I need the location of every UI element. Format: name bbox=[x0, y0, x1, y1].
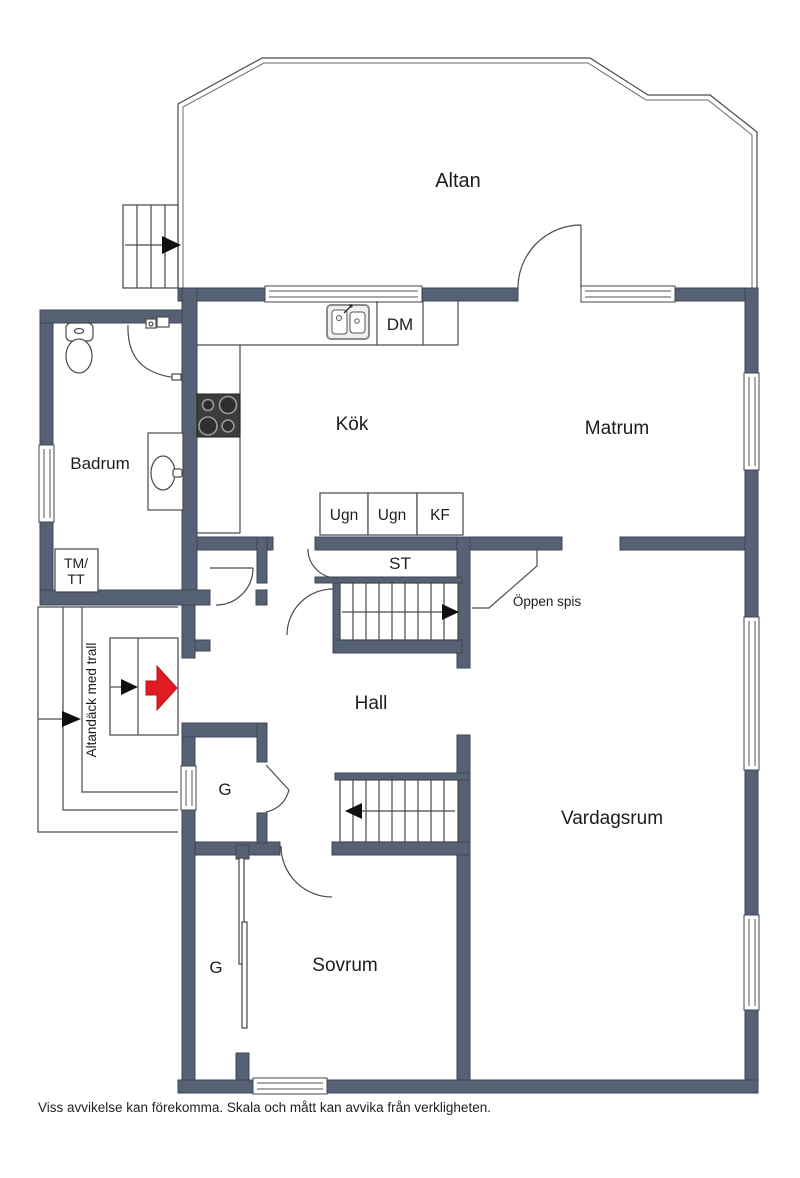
kitchen-counter bbox=[197, 301, 459, 534]
stairs-up bbox=[339, 582, 459, 641]
kitchen-sink-icon bbox=[326, 304, 370, 340]
door-g-closet bbox=[265, 764, 290, 813]
closet-label-g-hall: G bbox=[218, 780, 231, 799]
washer-dryer-box bbox=[54, 548, 99, 593]
kitchen-fixtures bbox=[196, 301, 464, 536]
deck-step-arrow-icon bbox=[62, 711, 81, 727]
room-label-hall: Hall bbox=[355, 693, 388, 714]
wall-segment bbox=[255, 589, 268, 606]
fixture-label-tm: TM/ bbox=[64, 555, 88, 571]
wall-segment bbox=[421, 287, 519, 302]
window-badrum bbox=[38, 444, 55, 523]
wall-segment bbox=[619, 536, 746, 551]
room-label-kok: Kök bbox=[336, 414, 369, 435]
doors bbox=[210, 224, 582, 898]
room-label-sovrum: Sovrum bbox=[312, 955, 377, 976]
door-altan bbox=[517, 224, 582, 289]
wall-segment bbox=[196, 536, 274, 551]
wall-segment bbox=[331, 841, 471, 856]
altan-stairs bbox=[122, 204, 181, 289]
entrance-arrow-icon bbox=[145, 664, 178, 712]
window-vardagsrum-east1 bbox=[743, 616, 760, 771]
room-label-badrum: Badrum bbox=[70, 454, 130, 473]
window-vardagsrum-east2 bbox=[743, 914, 760, 1011]
stove-icon bbox=[196, 393, 241, 438]
annotation-altandack: Altandäck med trall bbox=[84, 643, 99, 758]
oven-cabinet bbox=[367, 492, 418, 536]
wall-segment bbox=[256, 722, 268, 763]
wall-segment bbox=[332, 639, 463, 654]
door-stairs-up bbox=[286, 588, 334, 636]
wall-segment bbox=[744, 469, 759, 618]
wall-segment bbox=[181, 287, 198, 606]
closet-label-g-sovrum: G bbox=[209, 958, 222, 977]
wall-segment bbox=[194, 639, 211, 652]
wall-segment bbox=[39, 309, 54, 446]
wall-segment bbox=[744, 769, 759, 916]
altan-outline bbox=[177, 57, 758, 288]
wall-segment bbox=[326, 1079, 759, 1094]
labels: Altan Kök Matrum Badrum Hall Vardagsrum … bbox=[64, 170, 663, 977]
stairs-down bbox=[339, 779, 459, 843]
annotation-oppen-spis: Öppen spis bbox=[513, 594, 582, 609]
wall-segment bbox=[39, 589, 211, 606]
fixture-label-ugn1: Ugn bbox=[330, 507, 358, 524]
window-kitchen bbox=[264, 285, 423, 303]
door-st-closet bbox=[307, 548, 338, 579]
room-label-altan: Altan bbox=[435, 170, 481, 192]
wall-segment bbox=[177, 1079, 254, 1094]
window-matrum-east bbox=[743, 372, 760, 471]
altandack-deck bbox=[37, 606, 179, 833]
stairs-direction-arrow-icon bbox=[345, 803, 362, 819]
wall-segment bbox=[181, 604, 196, 659]
sliding-door bbox=[238, 857, 248, 1029]
fixture-label-tt: TT bbox=[67, 571, 85, 587]
wall-segment bbox=[256, 812, 268, 844]
fixture-label-kf: KF bbox=[430, 507, 450, 524]
disclaimer-text: Viss avvikelse kan förekomma. Skala och … bbox=[38, 1100, 491, 1115]
wall-segment bbox=[314, 576, 463, 584]
door-sovrum bbox=[280, 845, 333, 898]
room-label-vardagsrum: Vardagsrum bbox=[561, 808, 663, 829]
stairs-up-arrow-icon bbox=[162, 236, 181, 254]
wall-segment bbox=[334, 772, 471, 781]
window-hall-west bbox=[180, 765, 197, 811]
toilet-icon bbox=[65, 322, 94, 374]
room-label-matrum: Matrum bbox=[585, 418, 649, 439]
wall-segment bbox=[744, 287, 759, 374]
stairs-direction-arrow-icon bbox=[442, 604, 459, 620]
washbasin-icon bbox=[147, 432, 184, 511]
door-badrum bbox=[210, 567, 254, 606]
wall-segment bbox=[181, 722, 268, 738]
fireplace bbox=[472, 550, 538, 609]
windows bbox=[38, 285, 760, 1095]
shower-icon bbox=[127, 316, 182, 381]
wall-segment bbox=[256, 536, 268, 584]
bathroom-fixtures bbox=[54, 316, 184, 593]
wall-segment bbox=[456, 734, 471, 1081]
window-matrum-top bbox=[580, 285, 676, 303]
window-sovrum bbox=[252, 1077, 328, 1095]
fridge-freezer-cabinet bbox=[416, 492, 464, 536]
wall-segment bbox=[314, 536, 563, 551]
fixture-label-ugn2: Ugn bbox=[378, 507, 406, 524]
deck-step-arrow-icon bbox=[121, 679, 138, 695]
wall-segment bbox=[235, 844, 250, 860]
walls bbox=[39, 287, 759, 1094]
oven-cabinet bbox=[319, 492, 369, 536]
fixture-label-dm: DM bbox=[387, 315, 413, 334]
closet-label-st: ST bbox=[389, 554, 411, 573]
wall-segment bbox=[235, 1052, 250, 1081]
wall-segment bbox=[181, 808, 196, 1081]
